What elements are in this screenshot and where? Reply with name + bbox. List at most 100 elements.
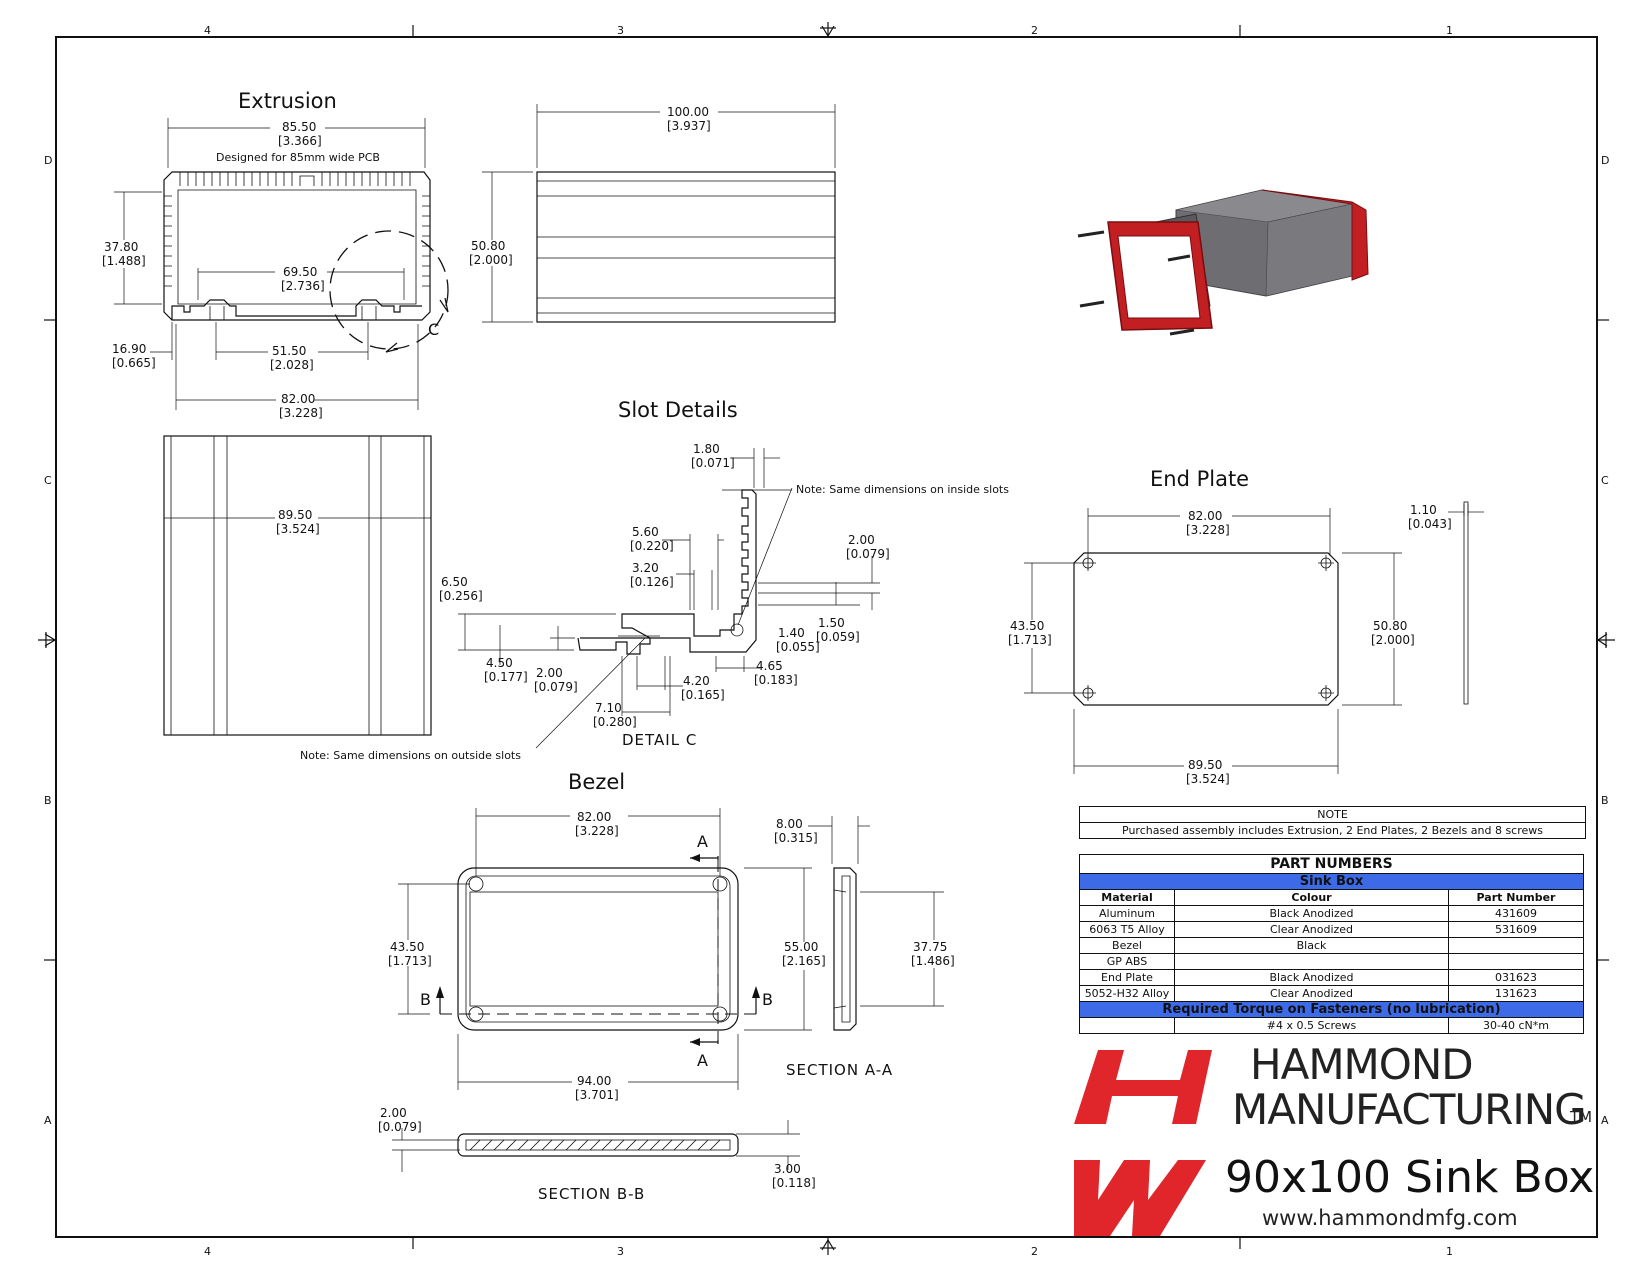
slot-d10-in: [0.165]: [681, 688, 725, 702]
slot-d3-mm: 3.20: [632, 561, 659, 575]
sheet-border: [55, 36, 1598, 1238]
slot-d4-mm: 2.00: [848, 533, 875, 547]
grid-row-a-right: A: [1601, 1114, 1609, 1127]
table-row: End Plate Black Anodized 031623: [1079, 969, 1584, 986]
slot-d2-in: [0.220]: [630, 539, 674, 553]
detail-c-label: DETAIL C: [622, 731, 697, 749]
grid-col-4: 4: [204, 24, 211, 37]
end-plate-dim-lines: [1024, 504, 1484, 774]
grid-row-d: D: [44, 154, 52, 167]
bezel-title: Bezel: [568, 770, 625, 794]
bezel-section-aa: [833, 867, 857, 1031]
extrusion-profile: [163, 171, 431, 321]
col-material: Material: [1079, 889, 1175, 906]
section-a-marker-top: A: [697, 832, 708, 851]
grid-row-d-right: D: [1601, 154, 1609, 167]
slot-d9-mm: 2.00: [536, 666, 563, 680]
slot-d8-in: [0.177]: [484, 670, 528, 684]
ep-width-mm: 82.00: [1188, 509, 1222, 523]
note-text: Purchased assembly includes Extrusion, 2…: [1122, 824, 1543, 837]
slot-outside-note: Note: Same dimensions on outside slots: [300, 749, 521, 762]
slot-d5-in: [0.256]: [439, 589, 483, 603]
col-part-number: Part Number: [1448, 889, 1584, 906]
ext-pcb-note: Designed for 85mm wide PCB: [216, 151, 380, 164]
section-b-marker-left: B: [420, 990, 431, 1009]
ext-side-height-in: [2.000]: [469, 253, 513, 267]
bezel-outer-h-mm: 55.00: [784, 940, 818, 954]
grid-col-4-bottom: 4: [204, 1245, 211, 1258]
ext-height-in: [1.488]: [102, 254, 146, 268]
torque-item: #4 x 0.5 Screws: [1174, 1017, 1449, 1034]
ext-offset-mm: 16.90: [112, 342, 146, 356]
table-row: GP ABS: [1079, 953, 1584, 970]
bezel-section-h-mm: 37.75: [913, 940, 947, 954]
detail-c-marker: C: [428, 320, 439, 339]
slot-d1-in: [0.071]: [691, 456, 735, 470]
slot-d7-in: [0.055]: [776, 640, 820, 654]
grid-col-3-bottom: 3: [617, 1245, 624, 1258]
grid-row-c-right: C: [1601, 474, 1609, 487]
section-aa-label: SECTION A-A: [786, 1061, 893, 1079]
ep-outer-w-mm: 89.50: [1188, 758, 1222, 772]
grid-row-c: C: [44, 474, 52, 487]
grid-row-b: B: [44, 794, 52, 807]
table-row: 6063 T5 Alloy Clear Anodized 531609: [1079, 921, 1584, 938]
bezel-height-in: [1.713]: [388, 954, 432, 968]
slot-dim-lines: [458, 448, 880, 749]
ep-outer-h-mm: 50.80: [1373, 619, 1407, 633]
bezel-width-in: [3.228]: [575, 824, 619, 838]
hammond-logo: [1074, 1050, 1212, 1236]
col-colour: Colour: [1174, 889, 1449, 906]
extrusion-side-view: [536, 171, 836, 323]
table-row: Aluminum Black Anodized 431609: [1079, 905, 1584, 922]
note-header: NOTE: [1080, 807, 1585, 823]
ext-slot-in: [2.028]: [270, 358, 314, 372]
grid-ticks: [38, 22, 1615, 1255]
torque-value: 30-40 cN*m: [1448, 1017, 1584, 1034]
slot-d7-mm: 1.40: [778, 626, 805, 640]
slot-d4-in: [0.079]: [846, 547, 890, 561]
ep-thick-in: [0.043]: [1408, 517, 1452, 531]
bezel-width-mm: 82.00: [577, 810, 611, 824]
bezel-section-bb: [457, 1133, 739, 1157]
slot-d11-mm: 4.65: [756, 659, 783, 673]
grid-col-3: 3: [617, 24, 624, 37]
ext-bottom-in: [3.524]: [276, 522, 320, 536]
ext-side-height-mm: 50.80: [471, 239, 505, 253]
slot-d8-mm: 4.50: [486, 656, 513, 670]
ep-thick-mm: 1.10: [1410, 503, 1437, 517]
grid-col-1-bottom: 1: [1446, 1245, 1453, 1258]
grid-labels: 4 3 2 1 4 3 2 1 D C B A D C B A: [44, 24, 1609, 1258]
parts-title: PART NUMBERS: [1079, 854, 1584, 874]
bezel-dim-lines: [392, 808, 944, 1172]
ext-height-mm: 37.80: [104, 240, 138, 254]
slot-detail-profile: [577, 489, 757, 655]
bezel-bb-mm: 3.00: [774, 1162, 801, 1176]
bezel-depth-mm: 8.00: [776, 817, 803, 831]
ext-base-in: [3.228]: [279, 406, 323, 420]
slot-d5-mm: 6.50: [441, 575, 468, 589]
website-link[interactable]: www.hammondmfg.com: [1262, 1206, 1518, 1230]
assembly-illustration: [1077, 189, 1369, 336]
grid-col-2: 2: [1031, 24, 1038, 37]
bezel-outer-w-mm: 94.00: [577, 1074, 611, 1088]
grid-row-b-right: B: [1601, 794, 1609, 807]
bezel-thick-mm: 2.00: [380, 1106, 407, 1120]
slot-d1-mm: 1.80: [693, 442, 720, 456]
ep-width-in: [3.228]: [1186, 523, 1230, 537]
end-plate-front: [1073, 501, 1469, 706]
ext-slot-mm: 51.50: [272, 344, 306, 358]
ext-base-mm: 82.00: [281, 392, 315, 406]
table-row: #4 x 0.5 Screws 30-40 cN*m: [1079, 1017, 1584, 1034]
grid-col-1: 1: [1446, 24, 1453, 37]
grid-row-a: A: [44, 1114, 52, 1127]
ep-outer-w-in: [3.524]: [1186, 772, 1230, 786]
side-view-dim-lines: [482, 104, 836, 323]
slot-d12-in: [0.280]: [593, 715, 637, 729]
section-b-marker-right: B: [762, 990, 773, 1009]
ext-length-mm: 100.00: [667, 105, 709, 119]
torque-title: Required Torque on Fasteners (no lubrica…: [1079, 1001, 1584, 1018]
note-box: NOTE Purchased assembly includes Extrusi…: [1079, 806, 1586, 839]
ext-inner-in: [2.736]: [281, 279, 325, 293]
